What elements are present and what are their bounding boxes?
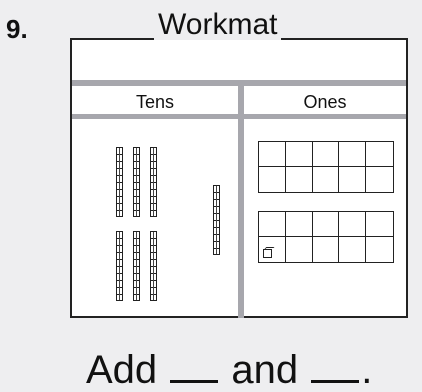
ten-frame-cell bbox=[259, 212, 286, 237]
tens-rod bbox=[133, 147, 140, 217]
workmat: Tens Ones bbox=[70, 38, 408, 318]
prompt-middle: and bbox=[231, 348, 298, 392]
prompt-lead: Add bbox=[86, 348, 157, 392]
answer-blank-2[interactable] bbox=[311, 346, 359, 383]
tens-rod bbox=[150, 231, 157, 301]
ten-frame-cell bbox=[366, 142, 393, 167]
ten-frame-cell bbox=[286, 167, 313, 192]
tens-header: Tens bbox=[72, 92, 238, 112]
ten-frame-cell bbox=[286, 212, 313, 237]
ten-frame-cell bbox=[286, 237, 313, 262]
ten-frame bbox=[258, 211, 394, 263]
add-prompt: Add and . bbox=[86, 346, 372, 390]
ten-frame-cell bbox=[339, 212, 366, 237]
problem-number: 9. bbox=[6, 14, 28, 45]
ten-frame-cell bbox=[366, 212, 393, 237]
ten-frame-cell bbox=[339, 142, 366, 167]
answer-blank-1[interactable] bbox=[170, 346, 218, 383]
ten-frame-cell bbox=[313, 167, 340, 192]
tens-rod bbox=[150, 147, 157, 217]
tens-rod bbox=[116, 231, 123, 301]
ten-frame-cell bbox=[339, 237, 366, 262]
workmat-title: Workmat bbox=[154, 10, 281, 40]
unit-cube-icon bbox=[263, 249, 272, 258]
tens-rod bbox=[116, 147, 123, 217]
tens-rod bbox=[213, 185, 220, 255]
ten-frame-cell bbox=[313, 212, 340, 237]
tens-zone bbox=[72, 119, 238, 319]
ten-frame-cell bbox=[366, 167, 393, 192]
ten-frame-cell bbox=[313, 237, 340, 262]
tens-rod bbox=[133, 231, 140, 301]
ten-frame-cell bbox=[339, 167, 366, 192]
ones-zone bbox=[244, 119, 406, 319]
ten-frame bbox=[258, 141, 394, 193]
ten-frame-cell bbox=[366, 237, 393, 262]
ten-frame-cell bbox=[286, 142, 313, 167]
ten-frame-cell bbox=[259, 142, 286, 167]
ten-frame-cell bbox=[259, 167, 286, 192]
ten-frame-cell bbox=[259, 237, 286, 262]
prompt-end: . bbox=[361, 348, 372, 392]
ten-frame-cell bbox=[313, 142, 340, 167]
ones-header: Ones bbox=[244, 92, 406, 112]
